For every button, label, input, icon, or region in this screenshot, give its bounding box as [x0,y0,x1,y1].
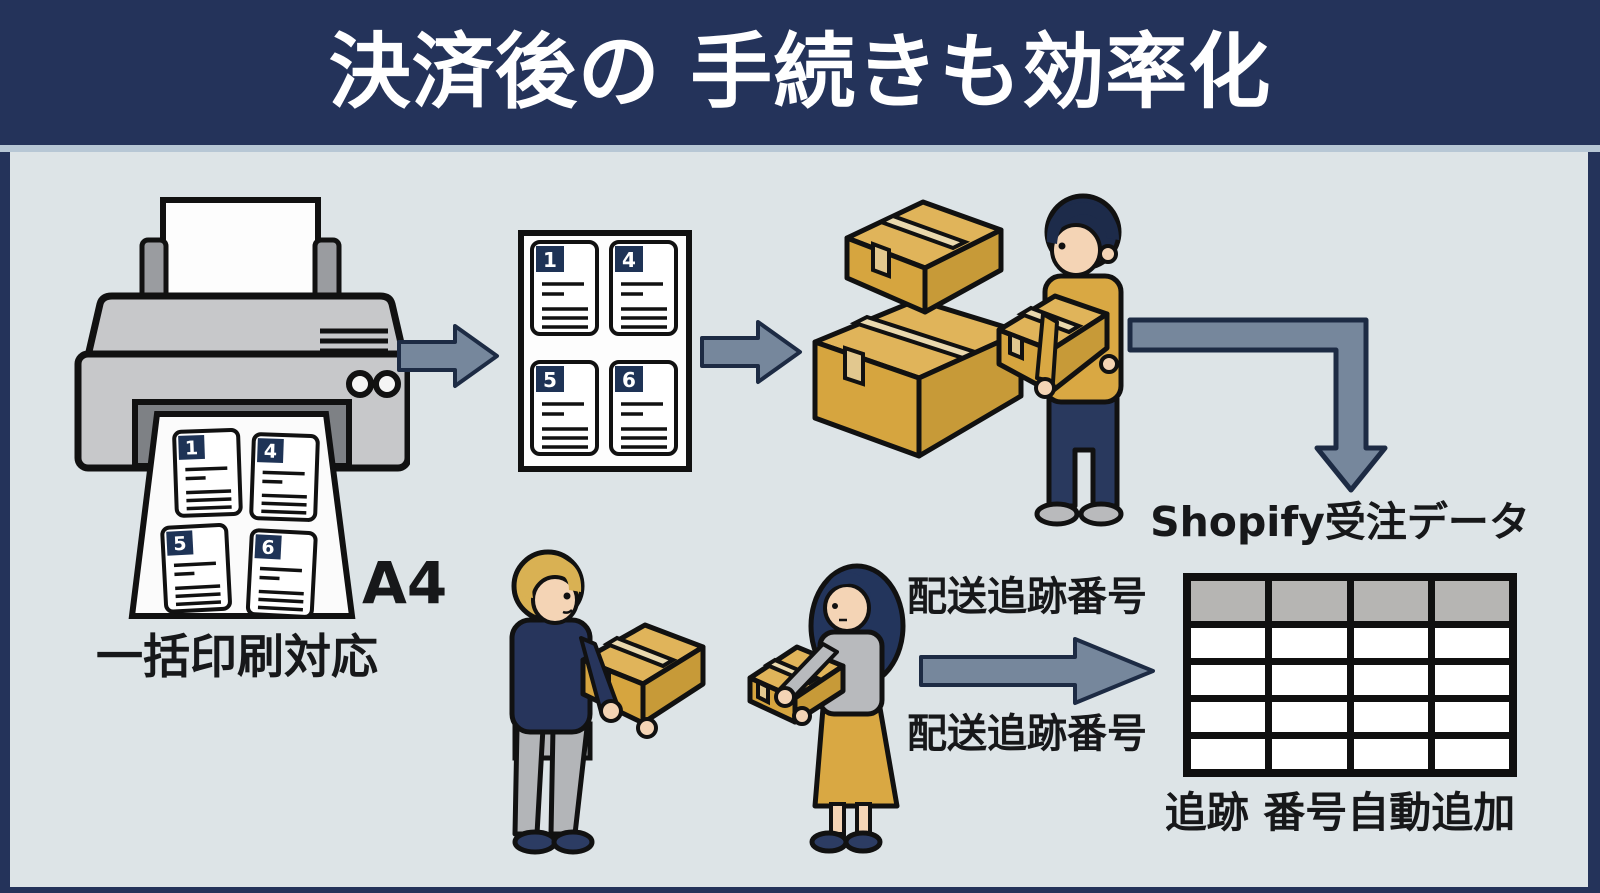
table-header-cell [1353,581,1428,621]
order-data-table [1183,573,1517,777]
printer-button [346,370,374,398]
eye [1058,242,1066,250]
arrow-right-icon [700,320,802,384]
woman-face [823,583,871,633]
shoe [1034,501,1080,527]
label-number: 6 [261,537,275,560]
packing-scene [812,193,1124,527]
table-header-cell [1272,581,1347,621]
eye [563,592,571,600]
table-header-cell [1434,581,1509,621]
table-cell [1191,665,1266,695]
label-card: 1 [172,428,243,518]
label-number: 6 [622,368,636,392]
hand [636,717,658,739]
label-sheet-icon: 1 4 5 6 [518,230,692,472]
eye [832,603,838,609]
paper-size-label: A4 [362,549,448,617]
shoe [809,830,849,854]
worker-legs [1034,395,1124,527]
hand [792,706,812,726]
table-cell [1434,665,1509,695]
label-number: 4 [622,248,636,272]
man-head [511,549,585,625]
label-card: 4 [609,240,678,336]
table-cell [1353,739,1428,769]
man-with-box [509,549,706,855]
woman-arms [774,642,839,726]
table-cell [1353,665,1428,695]
label-card: 5 [530,360,599,456]
tracking-number-label-bottom: 配送追跡番号 [907,711,1147,757]
printer-button [373,370,401,398]
label-card: 1 [530,240,599,336]
hand [1034,377,1056,399]
woman-with-box [747,563,906,854]
label-number: 1 [543,248,557,272]
table-cell [1191,739,1266,769]
table-header-cell [1191,581,1266,621]
label-number: 5 [543,368,557,392]
printed-a4-sheet: 1 4 5 [128,411,356,619]
arrow-right-icon [397,324,499,388]
table-cell [1272,665,1347,695]
hand [599,699,623,723]
handoff-scene [509,549,906,855]
shoe [1078,501,1124,527]
cardboard-box-large [812,297,1024,459]
worker-arms [1034,312,1119,399]
table-cell [1272,739,1347,769]
table-cell [1434,702,1509,732]
label-number: 1 [185,437,199,459]
leg [855,802,872,836]
table-cell [1434,739,1509,769]
banner: 決済後の 手続きも効率化 [0,0,1600,145]
shoe [551,829,595,855]
order-data-title: Shopify受注データ [1150,498,1530,546]
woman-skirt [812,705,900,809]
cardboard-box-top [844,199,1004,315]
banner-separator [0,145,1600,152]
man-arms [579,636,658,739]
label-number: 5 [173,533,187,556]
arrow-elbow-down-icon [1127,317,1388,493]
table-cell [1272,628,1347,658]
shoe [843,830,883,854]
mouth [562,609,573,614]
table-cell [1434,628,1509,658]
tracking-auto-caption: 追跡 番号自動追加 [1164,788,1516,837]
tracking-number-label-top: 配送追跡番号 [907,574,1147,620]
shoe [512,829,558,855]
man-torso [509,617,593,735]
label-number: 4 [263,440,277,462]
batch-print-caption: 一括印刷対応 [96,630,378,685]
leg [829,802,846,836]
page-title: 決済後の 手続きも効率化 [328,24,1272,120]
hand [774,686,796,708]
table-cell [1353,702,1428,732]
table-cell [1272,702,1347,732]
label-card: 6 [609,360,678,456]
printer-icon: 1 4 5 [74,197,410,619]
table-cell [1191,628,1266,658]
label-card: 6 [245,528,318,619]
table-cell [1353,628,1428,658]
hand [1099,354,1119,374]
label-card: 5 [160,523,232,614]
arrow-right-icon [919,637,1155,705]
worker-head [1044,193,1122,277]
label-card: 4 [249,432,320,522]
table-cell [1191,702,1266,732]
